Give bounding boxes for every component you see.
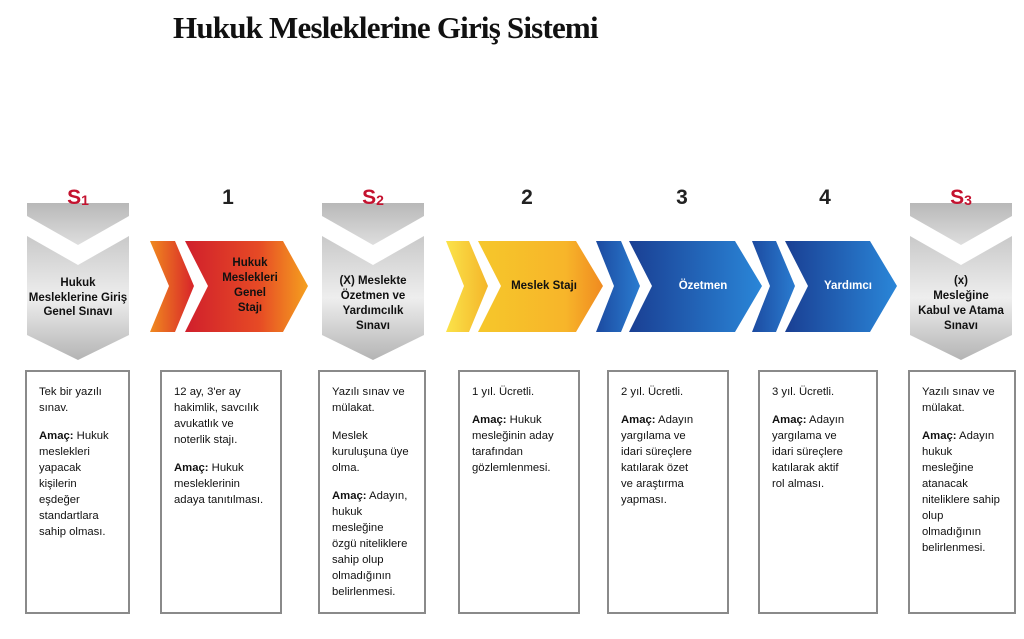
s1-small-chevron (27, 203, 129, 245)
stage-3-small-chevron (596, 241, 640, 332)
step-label-3: 3 (676, 186, 688, 209)
s3-pentagon (910, 236, 1012, 360)
s2-small-chevron (322, 203, 424, 245)
step-label-s2: S2 (362, 186, 384, 209)
s1-pentagon (27, 236, 129, 360)
box-paragraph: 2 yıl. Ücretli. (621, 386, 684, 398)
description-box-2: 1 yıl. Ücretli. Amaç: Hukuk mesleğinin a… (458, 370, 580, 614)
s1-shape-text: Hukuk Mesleklerine Giriş Genel Sınavı (28, 276, 128, 319)
s2-pentagon (322, 236, 424, 360)
stage-4-arrow (785, 241, 897, 332)
description-box-4: 3 yıl. Ücretli. Amaç: Adayın yargılama v… (758, 370, 878, 614)
stage-4-shape-text: Yardımcı (824, 279, 872, 292)
stage-1-graphic (150, 241, 308, 332)
description-box-s3: Yazılı sınav ve mülakat. Amaç: Adayın hu… (908, 370, 1016, 614)
step-label-s1: S1 (67, 186, 89, 209)
stage-2-arrow (478, 241, 603, 332)
box-paragraph: Tek bir yazılı sınav. (39, 386, 102, 415)
stage-4-graphic (752, 241, 897, 332)
step-label-s3: S3 (950, 186, 972, 209)
description-box-1: 12 ay, 3'er ay hakimlik, savcılık avukat… (160, 370, 282, 614)
diagram-title: Hukuk Mesleklerine Giriş Sistemi (173, 10, 599, 45)
box-paragraph: 1 yıl. Ücretli. (472, 386, 535, 398)
stage-1-shape-text: Hukuk Meslekleri Genel Stajı (222, 257, 278, 314)
step-label-2: 2 (521, 186, 533, 209)
stage-4-small-chevron (752, 241, 795, 332)
box-paragraph: Amaç: Adayın yargılama ve idari süreçler… (772, 414, 845, 491)
stage-1-arrow (185, 241, 308, 332)
s3-small-chevron (910, 203, 1012, 245)
stage-3-graphic (596, 241, 762, 332)
box-paragraph: Amaç: Hukuk mesleklerinin adaya tanıtılm… (174, 462, 264, 507)
box-paragraph: Yazılı sınav ve mülakat. (922, 386, 995, 415)
box-paragraph: Yazılı sınav ve mülakat. (332, 386, 405, 415)
box-paragraph: Amaç: Hukuk mesleğinin aday tarafından g… (472, 414, 554, 475)
box-paragraph: Meslek kuruluşuna üye olma. (332, 430, 409, 475)
stage-2-graphic (446, 241, 603, 332)
box-paragraph: Amaç: Adayın hukuk mesleğine atanacak ni… (922, 430, 1000, 555)
box-paragraph: Amaç: Adayın yargılama ve idari süreçler… (621, 414, 694, 507)
stage-3-arrow (629, 241, 762, 332)
stage-2-small-chevron (446, 241, 488, 332)
stage-3-shape-text: Özetmen (678, 279, 728, 292)
s2-shape-text: (X) Meslekte Özetmen ve Yardımcılık Sına… (339, 275, 407, 332)
box-paragraph: Amaç: Adayın, hukuk mesleğine özgü nitel… (332, 490, 408, 599)
stage-1-small-chevron (150, 241, 194, 332)
exam-s1-graphic (27, 203, 129, 360)
exam-s2-graphic (322, 203, 424, 360)
step-label-1: 1 (222, 186, 234, 209)
description-box-s1: Tek bir yazılı sınav. Amaç: Hukuk meslek… (25, 370, 130, 614)
stage-2-shape-text: Meslek Stajı (511, 279, 577, 292)
description-box-s2: Yazılı sınav ve mülakat. Meslek kuruluşu… (318, 370, 426, 614)
box-paragraph: 3 yıl. Ücretli. (772, 386, 835, 398)
box-paragraph: Amaç: Hukuk meslekleri yapacak kişilerin… (39, 430, 109, 539)
box-paragraph: 12 ay, 3'er ay hakimlik, savcılık avukat… (174, 386, 259, 447)
s3-shape-text: (x) Mesleğine Kabul ve Atama Sınavı (918, 275, 1004, 332)
step-label-4: 4 (819, 186, 831, 209)
description-box-3: 2 yıl. Ücretli. Amaç: Adayın yargılama v… (607, 370, 729, 614)
exam-s3-graphic (910, 203, 1012, 360)
